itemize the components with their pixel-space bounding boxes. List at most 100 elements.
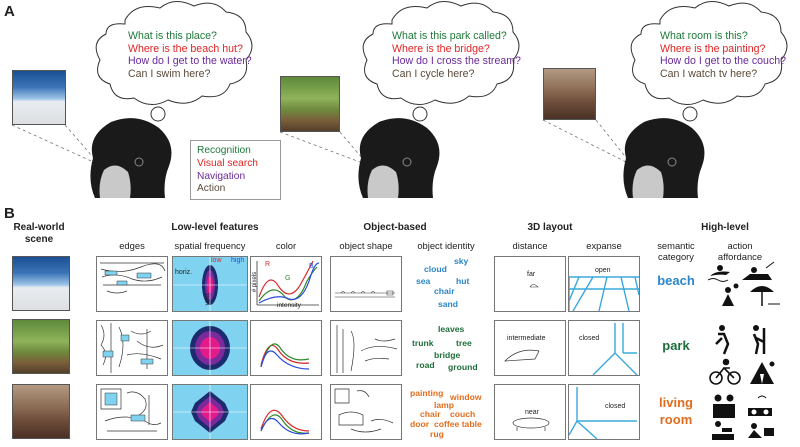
bubble-3-text: What room is this? Where is the painting… xyxy=(660,30,786,80)
legend-navigation: Navigation xyxy=(197,170,246,182)
task-legend: Recognition Visual search Navigation Act… xyxy=(190,140,281,201)
subheader-edges: edges xyxy=(119,240,145,251)
identity-word: chair xyxy=(434,286,455,296)
sf-low-label: low xyxy=(211,257,222,264)
color-b-label: B xyxy=(309,263,314,270)
umbrella-icon xyxy=(750,286,780,306)
identity-word: window xyxy=(450,392,482,402)
identity-word: leaves xyxy=(438,324,465,334)
subheader-semantic-category: semantic category xyxy=(657,240,695,262)
identity-word: sand xyxy=(438,299,459,309)
identity-word: road xyxy=(416,360,435,370)
expanse-room: closed xyxy=(568,384,640,440)
head-2 xyxy=(358,118,440,198)
subheader-expanse: expanse xyxy=(586,240,622,251)
header-3d-layout: 3D layout xyxy=(527,222,573,233)
object-identity-room: painting window lamp chair couch door co… xyxy=(410,386,492,442)
expanse-park: closed xyxy=(568,320,640,376)
edges-room xyxy=(96,384,168,440)
panel-a-graphics xyxy=(11,1,788,198)
edges-park xyxy=(96,320,168,376)
distance-label: intermediate xyxy=(507,335,546,342)
identity-word: sky xyxy=(454,256,469,266)
expanse-label: closed xyxy=(605,403,626,410)
identity-word: bridge xyxy=(434,350,461,360)
question-recognition: What is this park called? xyxy=(392,30,507,42)
head-3 xyxy=(623,118,705,198)
color-x-axis-label: intensity xyxy=(277,302,301,309)
tent-icon xyxy=(750,361,775,384)
edges-beach xyxy=(96,256,168,312)
identity-word: lamp xyxy=(434,400,455,410)
swim-icon xyxy=(708,265,730,282)
identity-word: rug xyxy=(430,429,444,439)
beach-photo xyxy=(12,70,66,125)
identity-word: trunk xyxy=(412,338,434,348)
category-beach: beach xyxy=(657,273,695,288)
scene-beach-photo xyxy=(12,256,70,311)
question-recognition: What room is this? xyxy=(660,30,748,42)
subheader-object-identity: object identity xyxy=(417,240,475,251)
object-shape-park xyxy=(330,320,402,376)
panel-b-letter: B xyxy=(4,205,15,222)
sf-high-label: high xyxy=(231,257,245,264)
object-identity-beach: sky cloud sea hut chair sand xyxy=(410,256,486,312)
scene-room-photo xyxy=(12,384,70,439)
legend-visual-search: Visual search xyxy=(197,157,258,169)
header-object-based: Object-based xyxy=(363,222,427,233)
color-r-label: R xyxy=(265,261,271,268)
identity-word: ground xyxy=(448,362,478,372)
identity-word: chair xyxy=(420,409,441,419)
question-action: Can I swim here? xyxy=(128,67,211,80)
identity-word: painting xyxy=(410,388,444,398)
volleyball-icon xyxy=(722,283,739,306)
bubble-1-text: What is this place? Where is the beach h… xyxy=(128,30,252,80)
identity-word: door xyxy=(410,419,430,429)
sunbathe-icon xyxy=(742,261,775,280)
distance-beach: far xyxy=(494,256,566,312)
panel-a-letter: A xyxy=(4,3,15,20)
music-icon xyxy=(748,395,772,416)
computer-icon xyxy=(748,423,776,438)
question-visual-search: Where is the bridge? xyxy=(392,42,490,55)
identity-word: coffee table xyxy=(434,419,482,429)
spatial-frequency-beach: low high horiz. vert. xyxy=(172,256,248,312)
question-action: Can I cycle here? xyxy=(392,67,475,80)
identity-word: tree xyxy=(456,338,472,348)
socialize-icon xyxy=(713,394,735,418)
category-park: park xyxy=(662,338,690,353)
subheader-distance: distance xyxy=(512,240,548,251)
expanse-label: closed xyxy=(579,335,600,342)
subheader-color: color xyxy=(275,240,297,251)
color-beach: R G B # pixels intensity xyxy=(250,256,322,312)
color-park xyxy=(250,320,322,376)
subheader-object-shape: object shape xyxy=(339,240,393,251)
header-scene: Real-world scene xyxy=(13,222,65,245)
park-photo xyxy=(280,76,340,132)
distance-label: far xyxy=(527,271,536,278)
hike-icon xyxy=(752,325,766,355)
spatial-frequency-room xyxy=(172,384,248,440)
object-identity-park: leaves trunk tree bridge road ground xyxy=(410,320,486,376)
question-navigation: How do I cross the stream? xyxy=(392,55,521,68)
question-visual-search: Where is the beach hut? xyxy=(128,42,243,55)
object-shape-room xyxy=(330,384,402,440)
question-recognition: What is this place? xyxy=(128,30,217,42)
distance-room: near xyxy=(494,384,566,440)
head-1 xyxy=(90,118,172,198)
expanse-beach: open xyxy=(568,256,640,312)
question-navigation: How do I get to the water? xyxy=(128,55,252,68)
legend-recognition: Recognition xyxy=(197,145,251,156)
identity-word: couch xyxy=(450,409,476,419)
sf-vert-label: vert. xyxy=(204,291,212,306)
question-navigation: How do I get to the couch? xyxy=(660,55,787,68)
run-icon xyxy=(715,325,730,355)
bubble-2-text: What is this park called? Where is the b… xyxy=(392,30,521,80)
color-g-label: G xyxy=(285,275,291,282)
header-high-level: High-level xyxy=(701,222,749,233)
scene-park-photo xyxy=(12,319,70,374)
action-affordance-icons xyxy=(708,261,780,440)
category-living-room: living room xyxy=(659,395,693,427)
subheader-spatial-frequency: spatial frequency xyxy=(174,240,246,251)
identity-word: hut xyxy=(456,276,470,286)
